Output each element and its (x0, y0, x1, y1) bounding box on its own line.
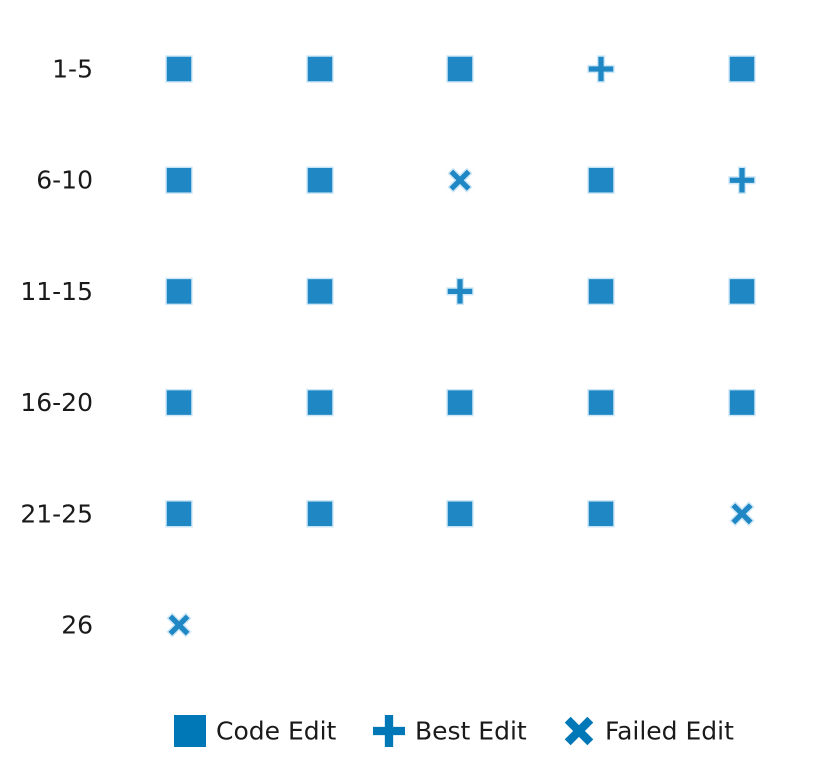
legend-label: Code Edit (216, 717, 337, 746)
legend-item: Best Edit (373, 715, 527, 747)
point-code-edit-marker (728, 277, 756, 306)
point-best-edit-marker (587, 55, 615, 83)
point-code-edit-marker (446, 55, 474, 83)
point-code-edit-marker (165, 388, 193, 417)
point-code-edit-marker (165, 500, 193, 528)
chart-row: 1-5 (52, 55, 756, 84)
point-best-edit-marker (728, 166, 756, 194)
legend-x-icon (564, 716, 594, 746)
legend-square-icon (174, 715, 206, 747)
row-label: 26 (61, 611, 93, 640)
legend-label: Failed Edit (605, 717, 734, 746)
point-code-edit-marker (306, 55, 334, 83)
point-code-edit-marker (587, 166, 615, 194)
point-failed-edit-marker (729, 501, 755, 527)
point-code-edit-marker (587, 388, 615, 417)
point-code-edit-marker (306, 166, 334, 194)
legend: Code Edit Best Edit Failed Edit (174, 715, 734, 747)
row-label: 1-5 (52, 55, 93, 84)
legend-item: Code Edit (174, 715, 337, 747)
point-code-edit-marker (728, 55, 756, 83)
row-label: 16-20 (20, 388, 93, 417)
legend-plus-icon (373, 715, 405, 747)
point-code-edit-marker (306, 500, 334, 528)
row-label: 21-25 (20, 499, 93, 528)
row-label: 6-10 (36, 166, 93, 195)
chart-row: 21-25 (20, 499, 755, 528)
point-code-edit-marker (165, 166, 193, 194)
point-code-edit-marker (165, 55, 193, 83)
point-code-edit-marker (728, 388, 756, 417)
point-code-edit-marker (587, 500, 615, 528)
chart-row: 11-15 (20, 277, 756, 306)
chart-row: 26 (61, 611, 192, 640)
legend-label: Best Edit (415, 717, 527, 746)
point-code-edit-marker (446, 388, 474, 417)
point-code-edit-marker (306, 388, 334, 417)
point-code-edit-marker (587, 277, 615, 306)
point-code-edit-marker (165, 277, 193, 306)
point-failed-edit-marker (166, 612, 192, 638)
row-label: 11-15 (20, 277, 93, 306)
point-failed-edit-marker (447, 167, 473, 193)
legend-item: Failed Edit (564, 716, 734, 746)
point-code-edit-marker (306, 277, 334, 306)
point-best-edit-marker (446, 277, 474, 306)
chart-row: 16-20 (20, 388, 756, 417)
chart-rows: 1-5 6-10 11-15 16-20 21-25 26 (20, 55, 756, 640)
chart-row: 6-10 (36, 166, 756, 195)
point-code-edit-marker (446, 500, 474, 528)
